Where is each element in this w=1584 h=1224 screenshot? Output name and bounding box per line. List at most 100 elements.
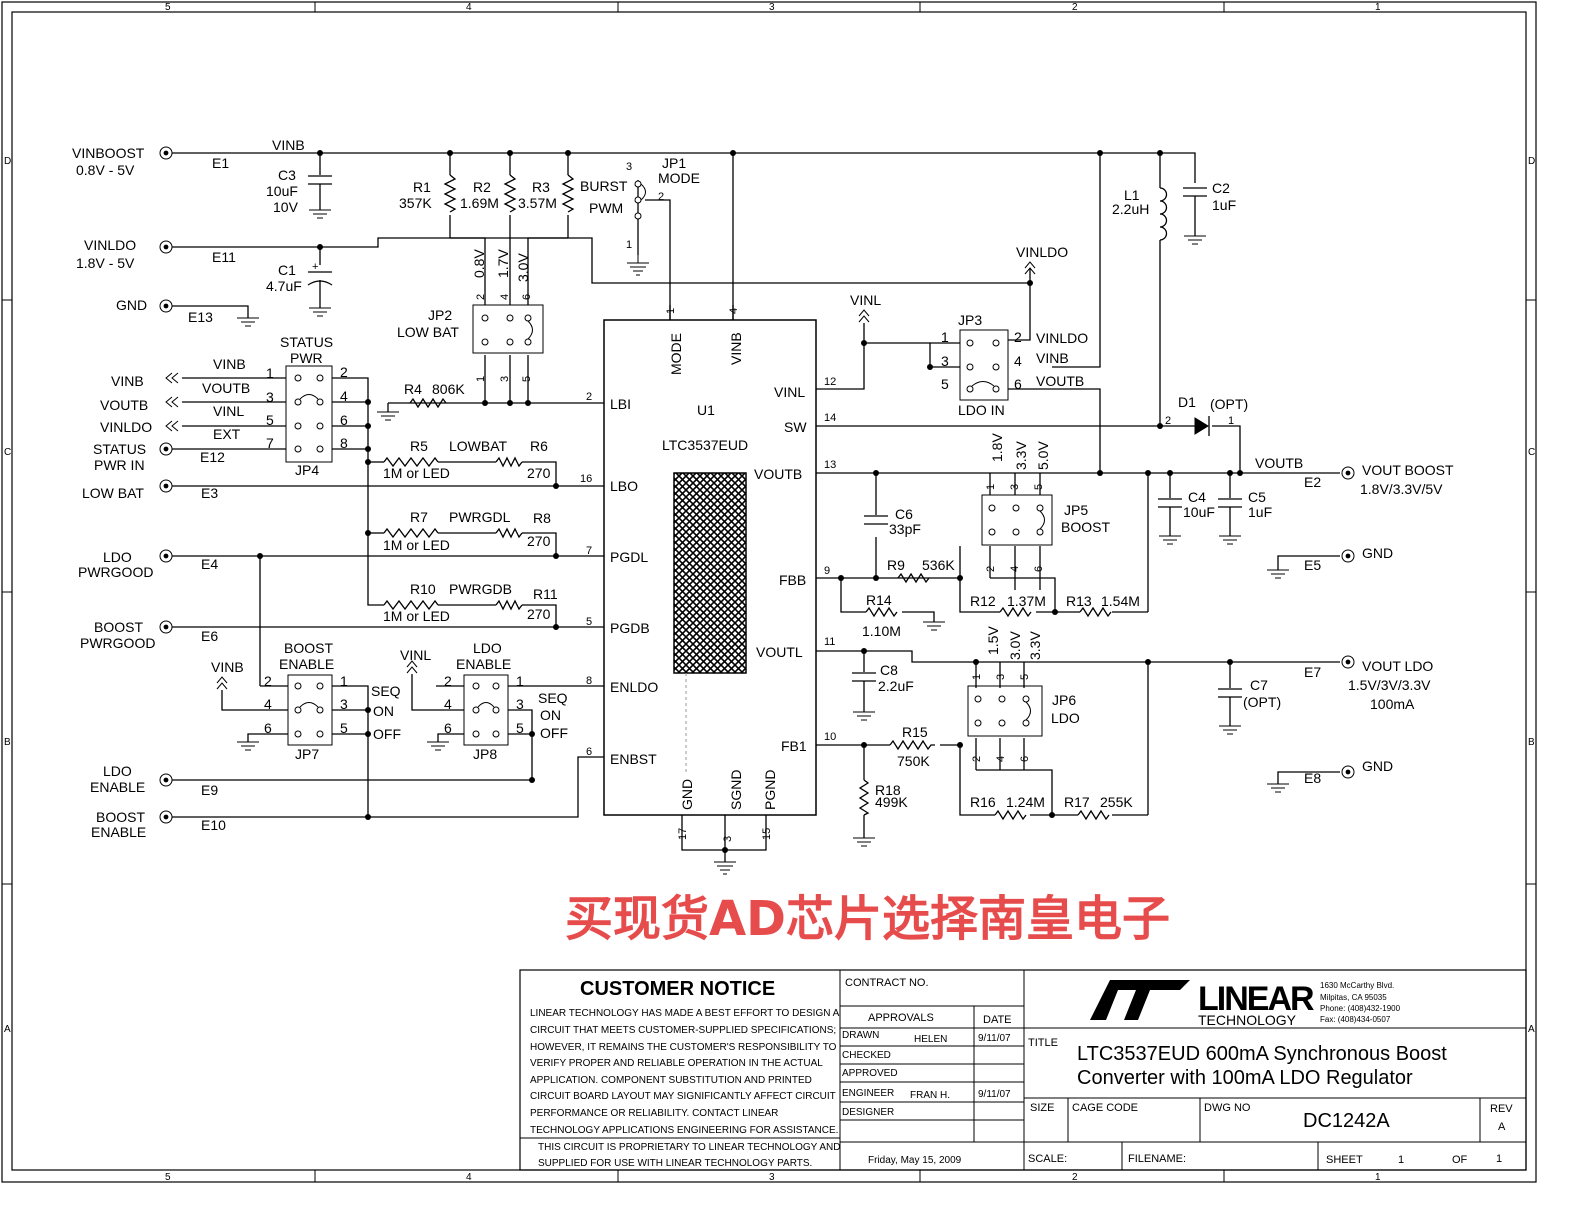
svg-text:5: 5	[1019, 674, 1031, 680]
u1-pin-vinl: VINL	[774, 384, 805, 400]
vout-boost-range: 1.8V/3.3V/5V	[1360, 481, 1443, 497]
resistor-r11	[495, 599, 523, 611]
u1-ref: U1	[697, 402, 715, 418]
svg-text:1: 1	[665, 308, 677, 314]
r16-ref: R16	[970, 794, 996, 810]
rev-value: A	[1498, 1121, 1506, 1133]
jumper-jp2	[472, 304, 544, 354]
jp2-name: LOW BAT	[397, 324, 459, 340]
jp8-title: LDO	[473, 640, 502, 656]
jp3-vinb: VINB	[1036, 350, 1069, 366]
input-connectors: VINBOOST 0.8V - 5V E1 VINLDO 1.8V - 5V E…	[72, 145, 236, 840]
r2-value: 1.69M	[460, 195, 499, 211]
zone-bottom-1: 1	[1375, 1172, 1381, 1183]
output-connectors: VOUT BOOST 1.8V/3.3V/5V E2 GND E5 VOUT L…	[1304, 462, 1454, 786]
phone: Phone: (408)432-1900	[1320, 1004, 1401, 1013]
r13-ref: R13	[1066, 593, 1092, 609]
svg-text:2: 2	[1165, 415, 1171, 427]
inductor-l1	[1159, 187, 1168, 241]
jp4-title-2: PWR	[290, 350, 323, 366]
title-label: TITLE	[1028, 1037, 1058, 1049]
svg-text:5: 5	[266, 412, 274, 428]
zone-right-c: C	[1528, 447, 1535, 458]
r9-ref: R9	[887, 557, 905, 573]
v15-label: 1.5V	[985, 626, 1001, 655]
resistor-r8	[495, 527, 523, 539]
date-label: DATE	[983, 1014, 1012, 1026]
jp3-vinldo: VINLDO	[1036, 330, 1088, 346]
rev-label: REV	[1490, 1103, 1513, 1115]
svg-text:5: 5	[586, 616, 592, 628]
e8-label: E8	[1304, 770, 1321, 786]
jp7-off: OFF	[373, 726, 401, 742]
svg-text:8: 8	[586, 675, 592, 687]
jumper-jp5	[981, 494, 1053, 546]
jumper-jp6	[967, 685, 1043, 737]
status-pwr-in-label: STATUS	[93, 441, 146, 457]
resistor-r7	[383, 527, 439, 539]
v33b-label: 3.3V	[1027, 631, 1043, 660]
u1-pin-voutl: VOUTL	[756, 644, 803, 660]
c7-ref: C7	[1250, 677, 1268, 693]
dwg-no-label: DWG NO	[1204, 1102, 1251, 1114]
e2-label: E2	[1304, 474, 1321, 490]
jp8-seq: SEQ	[538, 690, 568, 706]
jp6-name: LDO	[1051, 710, 1080, 726]
u1-pin-voutb: VOUTB	[754, 466, 802, 482]
vinl-jp8-flag: VINL	[400, 647, 431, 663]
r17-value: 255K	[1100, 794, 1133, 810]
print-date: Friday, May 15, 2009	[868, 1155, 962, 1166]
v50-label: 5.0V	[1035, 441, 1051, 470]
r15-ref: R15	[902, 724, 928, 740]
e3-label: E3	[201, 485, 218, 501]
watermark-text: 买现货AD芯片选择南皇电子	[565, 891, 1170, 947]
r5-ref: R5	[410, 438, 428, 454]
svg-text:13: 13	[824, 459, 836, 471]
r18-value: 499K	[875, 794, 908, 810]
fax: Fax: (408)434-0507	[1320, 1015, 1391, 1024]
svg-text:4: 4	[499, 294, 511, 300]
u1-pin-mode: MODE	[668, 333, 684, 375]
drawn-date: 9/11/07	[978, 1033, 1011, 1044]
c4-value: 10uF	[1183, 504, 1215, 520]
resistor-r14	[865, 606, 898, 618]
jp8-on: ON	[540, 707, 561, 723]
jp4-voutb: VOUTB	[202, 380, 250, 396]
svg-text:6: 6	[521, 294, 533, 300]
c6-value: 33pF	[889, 521, 921, 537]
jp7-seq: SEQ	[371, 683, 401, 699]
zone-bottom-5: 5	[165, 1172, 171, 1183]
r11-ref: R11	[533, 586, 558, 602]
capacitor-c5	[1218, 498, 1242, 545]
zone-bottom-4: 4	[466, 1172, 472, 1183]
r2-ref: R2	[473, 179, 491, 195]
u1-pin-enldo: ENLDO	[610, 679, 658, 695]
pwrgdl-label: PWRGDL	[449, 509, 511, 525]
c4-ref: C4	[1188, 489, 1206, 505]
notice-line-6: CIRCUIT BOARD LAYOUT MAY SIGNIFICANTLY A…	[530, 1091, 836, 1102]
drawn-label: DRAWN	[842, 1030, 879, 1041]
r6-value: 270	[527, 465, 551, 481]
svg-text:6: 6	[340, 412, 348, 428]
svg-text:3: 3	[516, 696, 524, 712]
svg-text:12: 12	[824, 376, 836, 388]
svg-text:15: 15	[761, 828, 773, 840]
zone-top-3: 3	[769, 2, 775, 13]
r10-value: 1M or LED	[383, 608, 450, 624]
svg-text:1: 1	[475, 376, 487, 382]
r16-value: 1.24M	[1006, 794, 1045, 810]
u1-pin-fbb: FBB	[779, 572, 806, 588]
cage-code-label: CAGE CODE	[1072, 1102, 1138, 1114]
svg-text:3: 3	[340, 696, 348, 712]
pwm-label: PWM	[589, 200, 623, 216]
boost-pwrgood-label: BOOST	[94, 619, 143, 635]
c2-value: 1uF	[1212, 197, 1236, 213]
zone-top-5: 5	[165, 2, 171, 13]
jp8-off: OFF	[540, 725, 568, 741]
r17-ref: R17	[1064, 794, 1090, 810]
r1-value: 357K	[399, 195, 432, 211]
jumper-jp3	[959, 329, 1009, 401]
resistor-r10	[383, 599, 439, 611]
r14-ref: R14	[866, 592, 892, 608]
jp5-ref: JP5	[1064, 502, 1088, 518]
